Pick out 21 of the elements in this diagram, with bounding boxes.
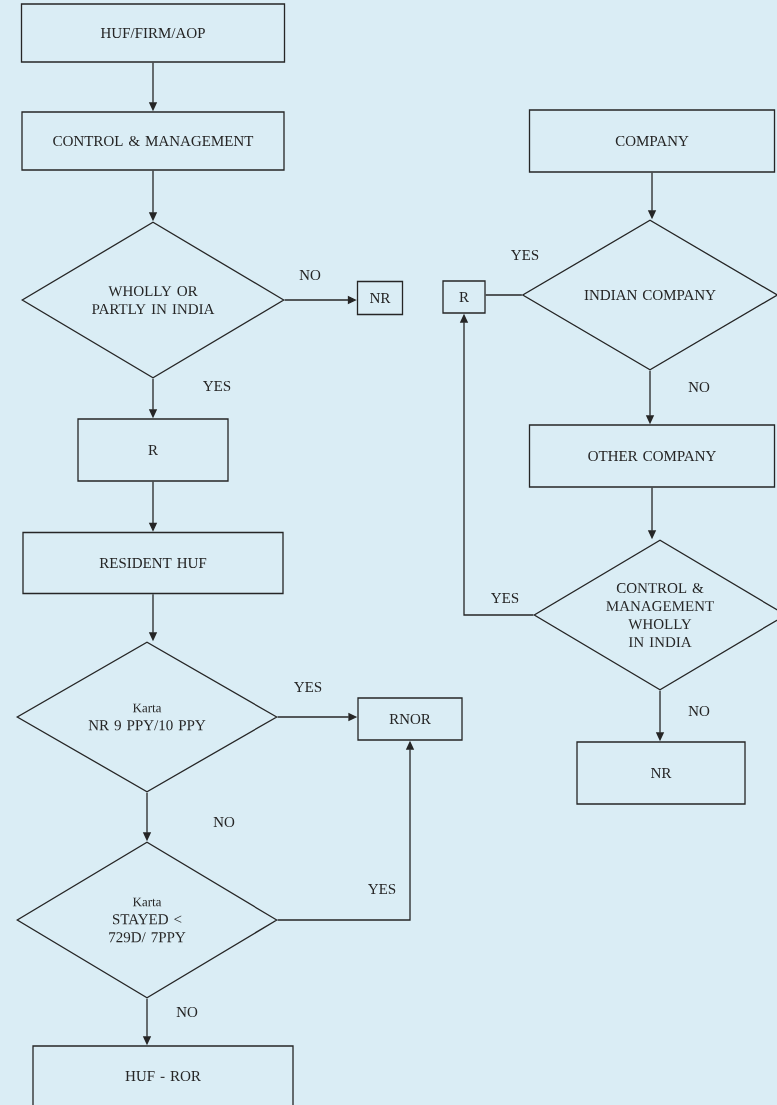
- edge-label: YES: [203, 380, 231, 392]
- process-box: R: [77, 418, 229, 482]
- edge-label: NO: [688, 381, 710, 393]
- process-box: NR: [576, 741, 746, 805]
- edge-label: YES: [294, 681, 322, 693]
- process-box: RESIDENT HUF: [22, 531, 284, 595]
- edge-label: YES: [491, 592, 519, 604]
- process-box: OTHER COMPANY: [528, 424, 776, 488]
- edge-label: NO: [213, 816, 235, 828]
- process-box: RNOR: [357, 697, 463, 741]
- edge-label: YES: [511, 249, 539, 261]
- process-box: HUF - ROR: [32, 1045, 294, 1105]
- process-box: HUF/FIRM/AOP: [20, 3, 286, 63]
- process-box: NR: [356, 280, 404, 316]
- process-box: CONTROL & MANAGEMENT: [21, 111, 285, 171]
- edge-label: NO: [688, 705, 710, 717]
- process-box: R: [442, 280, 486, 314]
- process-box: COMPANY: [528, 109, 776, 173]
- edge-label: NO: [176, 1007, 198, 1018]
- edge-label: NO: [299, 269, 321, 281]
- edge-label: YES: [368, 883, 396, 895]
